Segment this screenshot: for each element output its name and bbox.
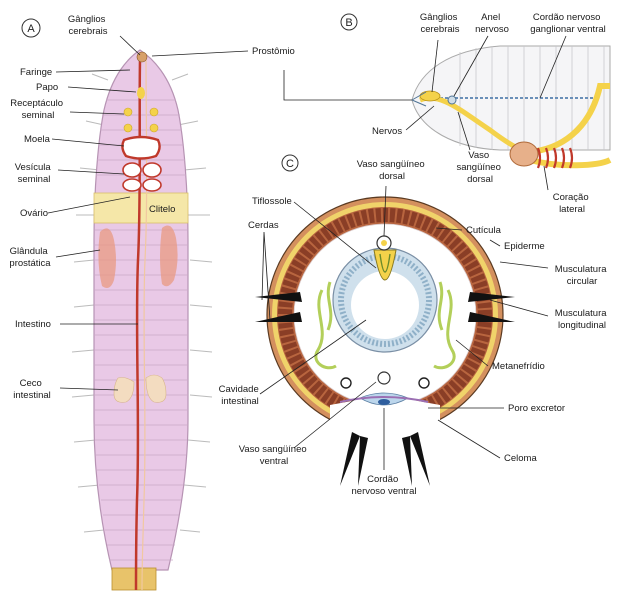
- label-a-vesicula: Vesícula seminal: [15, 162, 54, 185]
- subneural-vessel-b: [530, 160, 610, 165]
- panel-b-letter: B: [345, 17, 352, 29]
- label-c-epiderme: Epiderme: [504, 241, 545, 252]
- label-a-glandula: Glândula prostática: [9, 246, 51, 269]
- panel-c: C: [219, 155, 610, 497]
- dorsal-vessel-lumen: [381, 240, 387, 246]
- intestinal-cavity: [351, 271, 419, 339]
- label-b-vaso: Vaso sangüíneo dorsal: [456, 150, 503, 185]
- label-b-cordao: Cordão nervoso ganglionar ventral: [530, 12, 606, 35]
- label-c-cavidade: Cavidade intestinal: [219, 384, 262, 407]
- label-c-vaso-dorsal: Vaso sangüíneo dorsal: [357, 159, 428, 182]
- nephridiopore-left: [341, 378, 351, 388]
- nerve-cord-core: [378, 399, 390, 405]
- label-a-intestino: Intestino: [15, 319, 51, 330]
- panel-a: A: [9, 14, 294, 590]
- pharynx-b: [510, 142, 538, 166]
- label-a-ceco: Ceco intestinal: [13, 378, 51, 401]
- worm-body: [94, 50, 188, 570]
- panel-c-letter: C: [286, 158, 294, 170]
- label-a-faringe: Faringe: [20, 67, 52, 78]
- label-b-anel: Anel nervoso: [475, 12, 509, 35]
- label-c-cuticula: Cutícula: [466, 225, 502, 236]
- label-a-papo: Papo: [36, 82, 58, 93]
- label-c-poro: Poro excretor: [508, 403, 565, 414]
- label-a-prostomio: Prostômio: [252, 46, 295, 57]
- label-a-ganglios: Gânglios cerebrais: [68, 14, 108, 37]
- crop: [137, 87, 145, 99]
- label-c-vaso-ventral: Vaso sangüíneo ventral: [239, 444, 310, 467]
- label-b-ganglios: Gânglios cerebrais: [420, 12, 460, 35]
- label-c-celoma: Celoma: [504, 453, 537, 464]
- label-b-nervos: Nervos: [372, 126, 402, 137]
- label-c-metanefridio: Metanefrídio: [492, 361, 545, 372]
- gizzard: [122, 137, 159, 159]
- ventral-vessel-c: [378, 372, 390, 384]
- panel-b: B: [284, 12, 610, 215]
- label-a-moela: Moela: [24, 134, 51, 145]
- label-c-cerdas: Cerdas: [248, 220, 279, 231]
- label-a-receptaculo: Receptáculo seminal: [10, 98, 65, 121]
- label-c-musc-circular: Musculatura circular: [555, 264, 609, 287]
- cerebral-ganglia-b: [420, 91, 440, 101]
- nerve-ring: [448, 96, 456, 104]
- label-a-clitelo: Clitelo: [149, 204, 175, 215]
- tail-segment: [112, 568, 156, 590]
- panel-a-letter: A: [27, 23, 35, 35]
- label-c-cordao-ventral: Cordão nervoso ventral: [352, 474, 417, 497]
- label-b-coracao: Coração lateral: [553, 192, 592, 215]
- label-c-musc-longitudinal: Musculatura longitudinal: [555, 308, 609, 331]
- label-c-tiflossole: Tiflossole: [252, 196, 292, 207]
- label-a-ovario: Ovário: [20, 208, 48, 219]
- nephridiopore-right: [419, 378, 429, 388]
